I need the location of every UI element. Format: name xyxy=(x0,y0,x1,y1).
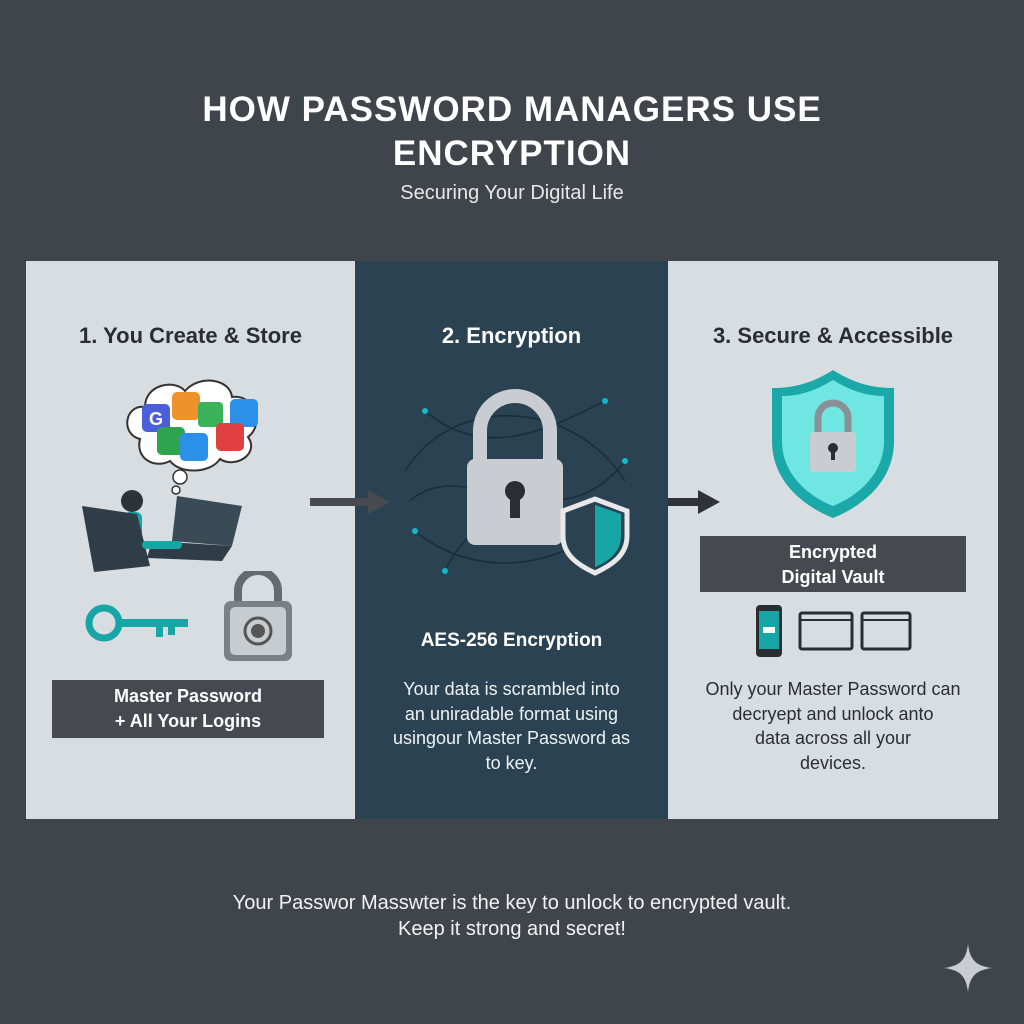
label-line-2: + All Your Logins xyxy=(114,711,262,731)
master-password-label: Master Password + All Your Logins xyxy=(52,680,324,738)
key-icon xyxy=(85,604,188,642)
panel-encryption: 2. Encryption AES-256 Encryption Your da… xyxy=(355,261,668,819)
tablet-icon xyxy=(798,611,854,651)
panel-heading: 1. You Create & Store xyxy=(79,323,302,348)
text-line: Your data is scrambled into xyxy=(403,679,620,699)
browser-icon xyxy=(860,611,912,651)
text-line: an uniradable format using xyxy=(404,703,619,724)
label-line-1: Master Password xyxy=(113,686,263,706)
panel-heading: 3. Secure & Accessible xyxy=(712,323,954,348)
footer-message: Your Passwor Masswter is the key to unlo… xyxy=(0,890,1024,942)
phone-icon xyxy=(756,605,782,657)
shield-lock-icon xyxy=(772,370,894,518)
panel-create-store: 1. You Create & Store G Master Password … xyxy=(26,261,355,819)
arrow-right-icon xyxy=(310,490,390,514)
text-line: to key. xyxy=(485,752,538,773)
devices-icons xyxy=(756,605,912,657)
footer-line-1: Your Passwor Masswter is the key to unlo… xyxy=(232,892,792,914)
panel-heading: 2. Encryption xyxy=(441,323,582,348)
subtitle: Securing Your Digital Life xyxy=(400,182,624,204)
person-laptop-icon xyxy=(82,490,242,572)
encryption-description: Your data is scrambled into an uniradabl… xyxy=(355,677,668,775)
sparkle-icon xyxy=(944,944,992,992)
title-line-1: HOW PASSWORD MANAGERS USE xyxy=(202,90,822,129)
svg-text:G: G xyxy=(149,409,163,429)
text-line: decryept and unlock anto xyxy=(732,703,934,724)
title-line-2: ENCRYPTION xyxy=(392,134,632,173)
text-line: devices. xyxy=(799,752,867,773)
text-line: Only your Master Password can xyxy=(705,679,961,699)
label-line-1: Encrypted xyxy=(788,542,878,562)
access-description: Only your Master Password can decryept a… xyxy=(668,677,998,775)
panel-secure-accessible: 3. Secure & Accessible Encrypted Digital… xyxy=(668,261,998,819)
vault-label: Encrypted Digital Vault xyxy=(700,536,966,592)
padlock-network-icon xyxy=(404,389,630,576)
thought-bubble-icon: G xyxy=(126,379,258,495)
text-line: usingour Master Password as xyxy=(392,728,631,748)
aes-heading: AES-256 Encryption xyxy=(420,630,603,651)
title: HOW PASSWORD MANAGERS USE ENCRYPTION xyxy=(0,88,1024,176)
footer-line-2: Keep it strong and secret! xyxy=(398,918,626,940)
arrow-right-icon xyxy=(668,490,720,514)
label-line-2: Digital Vault xyxy=(781,567,885,587)
safe-lock-icon xyxy=(224,571,292,661)
text-line: data across all your xyxy=(754,728,912,748)
